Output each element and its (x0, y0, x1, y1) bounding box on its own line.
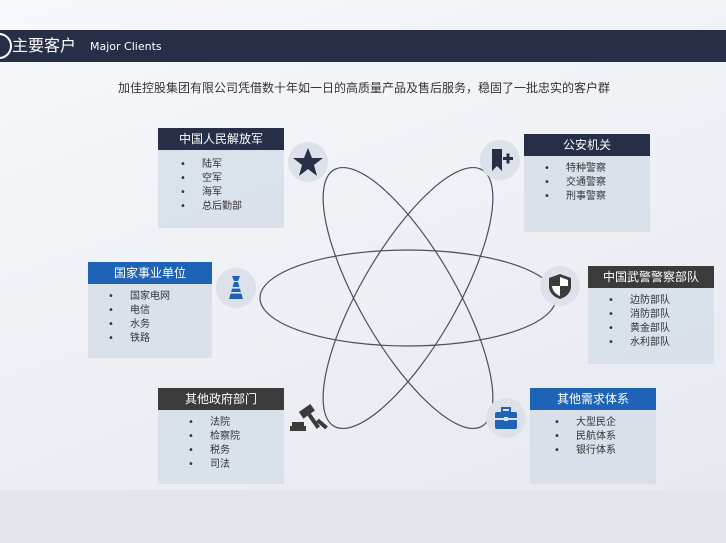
list-item: 黄金部队 (608, 322, 670, 336)
list-item: 水务 (108, 318, 170, 332)
briefcase-icon (486, 398, 526, 438)
tie-icon (216, 268, 256, 308)
bookmark-plus-icon (480, 140, 520, 180)
client-card-armed-police: 中国武警警察部队 边防部队 消防部队 黄金部队 水利部队 (588, 266, 714, 364)
client-card-police: 公安机关 特种警察 交通警察 刑事警察 (524, 134, 650, 232)
client-card-institutions: 国家事业单位 国家电网 电信 水务 铁路 (88, 262, 212, 358)
list-item: 国家电网 (108, 290, 170, 304)
list-item: 司法 (188, 458, 240, 472)
orbit-diagonal-left (322, 167, 494, 429)
list-item: 刑事警察 (544, 190, 606, 204)
client-card-pla: 中国人民解放军 陆军 空军 海军 总后勤部 (158, 128, 284, 228)
list-item: 特种警察 (544, 162, 606, 176)
bottom-band (0, 490, 726, 543)
list-item: 法院 (188, 416, 240, 430)
page-title: 主要客户 (12, 36, 77, 55)
client-card-government: 其他政府部门 法院 检察院 税务 司法 (158, 388, 284, 484)
client-card-title: 国家事业单位 (88, 262, 212, 284)
shield-icon (540, 266, 580, 306)
list-item: 税务 (188, 444, 240, 458)
client-card-title: 中国人民解放军 (158, 128, 284, 150)
list-item: 交通警察 (544, 176, 606, 190)
list-item: 电信 (108, 304, 170, 318)
intro-text: 加佳控股集团有限公司凭借数十年如一日的高质量产品及售后服务，稳固了一批忠实的客户… (118, 81, 611, 95)
client-card-title: 其他政府部门 (158, 388, 284, 410)
list-item: 消防部队 (608, 308, 670, 322)
list-item: 铁路 (108, 332, 170, 346)
list-item: 边防部队 (608, 294, 670, 308)
client-card-other: 其他需求体系 大型民企 民航体系 银行体系 (530, 388, 656, 484)
page-subtitle: Major Clients (90, 40, 162, 53)
list-item: 总后勤部 (180, 200, 242, 214)
list-item: 民航体系 (554, 430, 616, 444)
gavel-icon (286, 396, 328, 436)
header-bar: 主要客户 Major Clients (0, 30, 726, 62)
list-item: 银行体系 (554, 444, 616, 458)
list-item: 水利部队 (608, 336, 670, 350)
client-card-title: 公安机关 (524, 134, 650, 156)
client-card-title: 中国武警警察部队 (588, 266, 714, 288)
list-item: 检察院 (188, 430, 240, 444)
orbit-horizontal (259, 249, 557, 347)
list-item: 陆军 (180, 158, 242, 172)
list-item: 空军 (180, 172, 242, 186)
list-item: 大型民企 (554, 416, 616, 430)
client-card-title: 其他需求体系 (530, 388, 656, 410)
list-item: 海军 (180, 186, 242, 200)
star-icon (288, 142, 328, 182)
